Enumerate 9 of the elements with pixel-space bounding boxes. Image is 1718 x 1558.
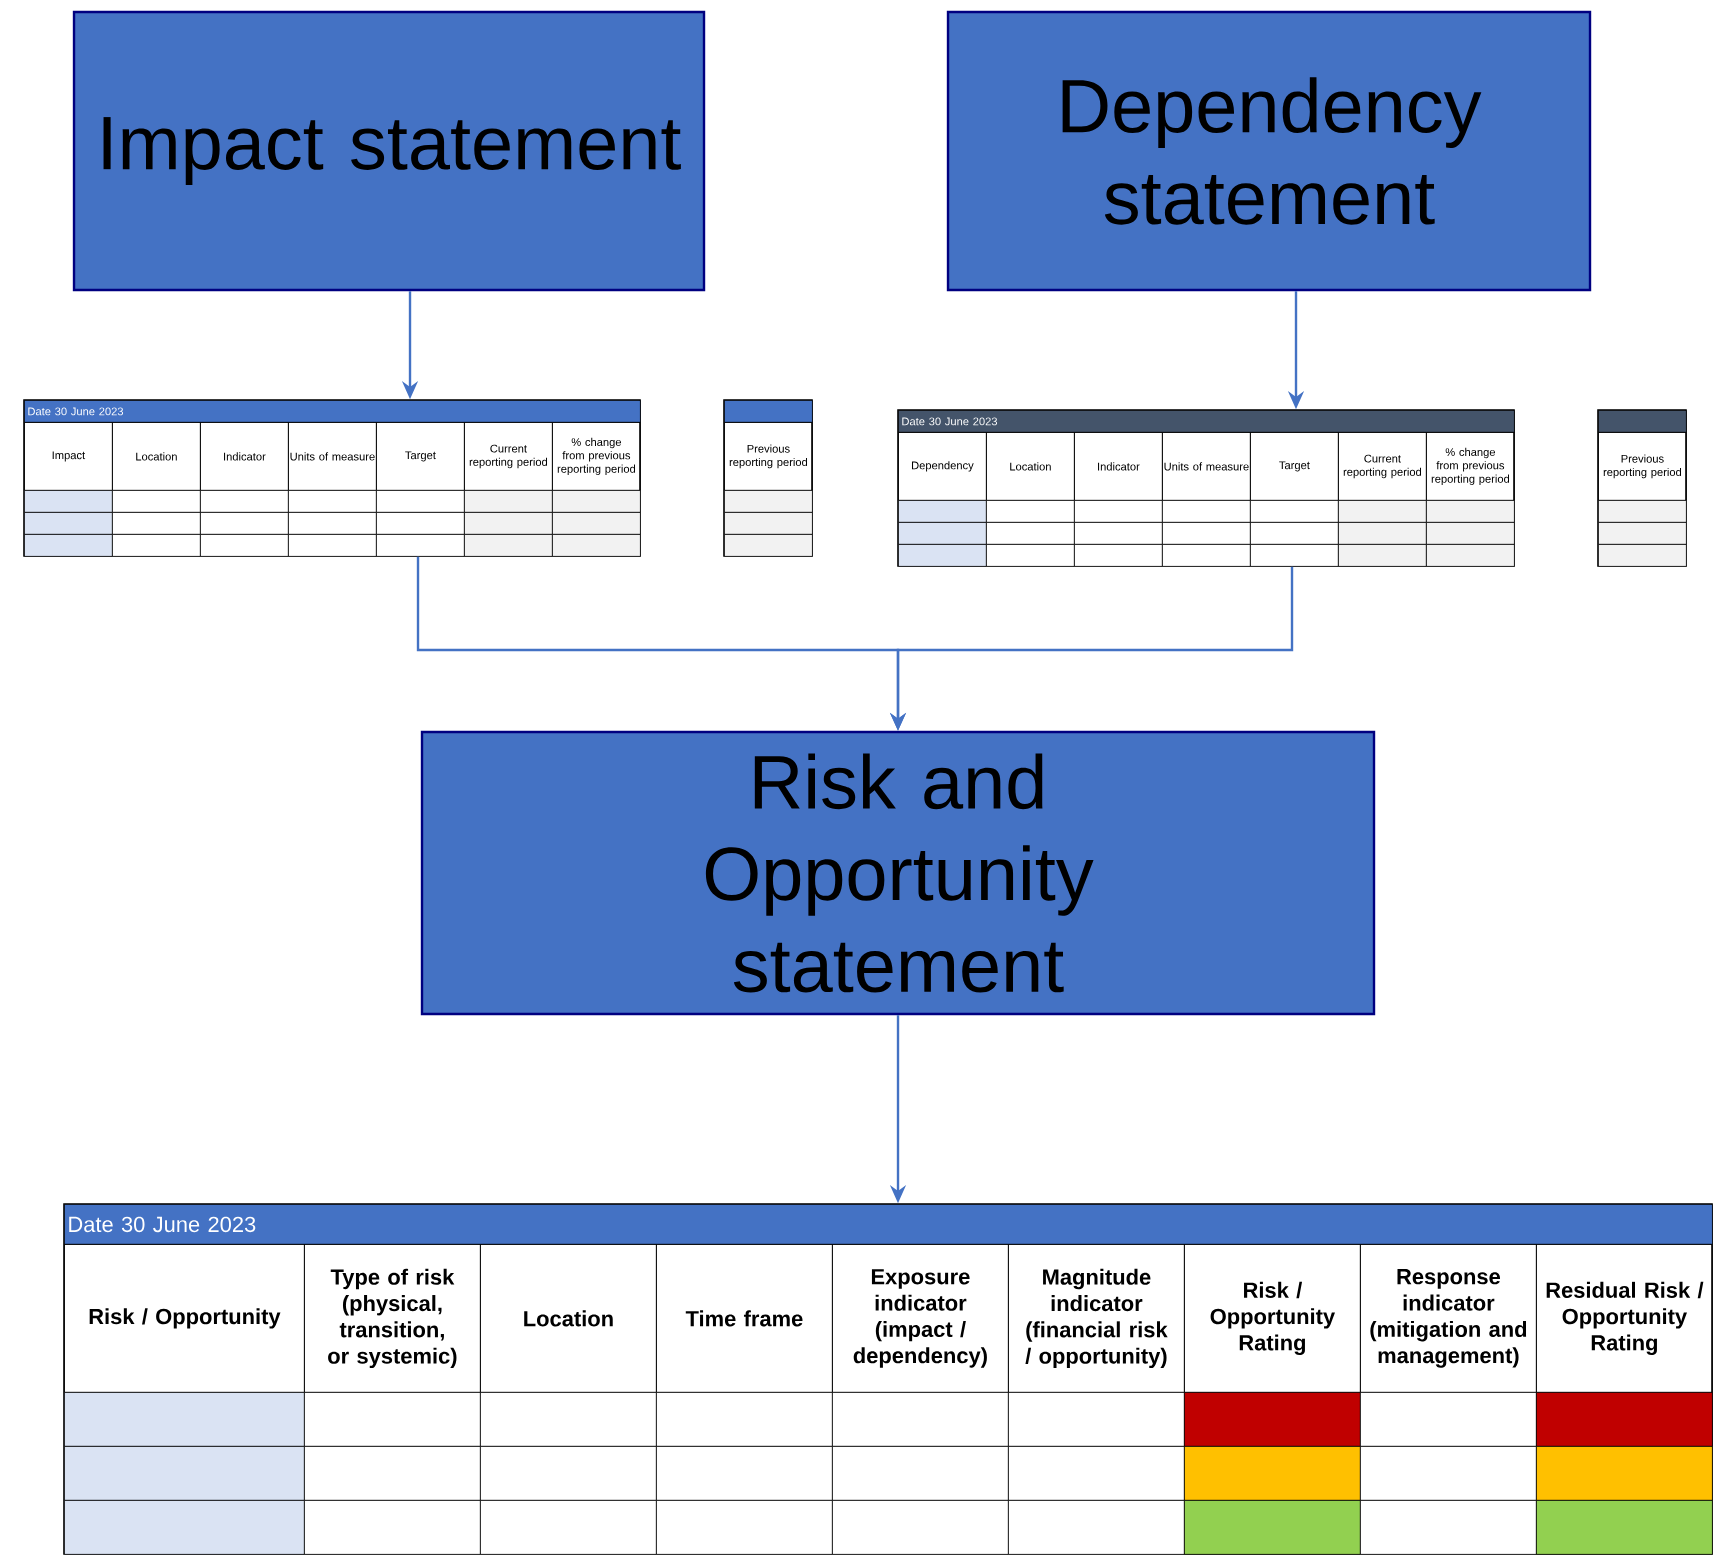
data-table bbox=[723, 399, 813, 557]
statement-box: Dependency statement bbox=[946, 10, 1592, 292]
statement-box: Risk and Opportunity statement bbox=[420, 730, 1376, 1016]
statement-box: Impact statement bbox=[72, 10, 706, 292]
data-table bbox=[23, 399, 641, 557]
title-bar: Date 30 June 2023 bbox=[64, 1204, 1713, 1245]
data-table bbox=[63, 1203, 1713, 1555]
data-table bbox=[897, 409, 1515, 567]
data-table bbox=[1597, 409, 1687, 567]
